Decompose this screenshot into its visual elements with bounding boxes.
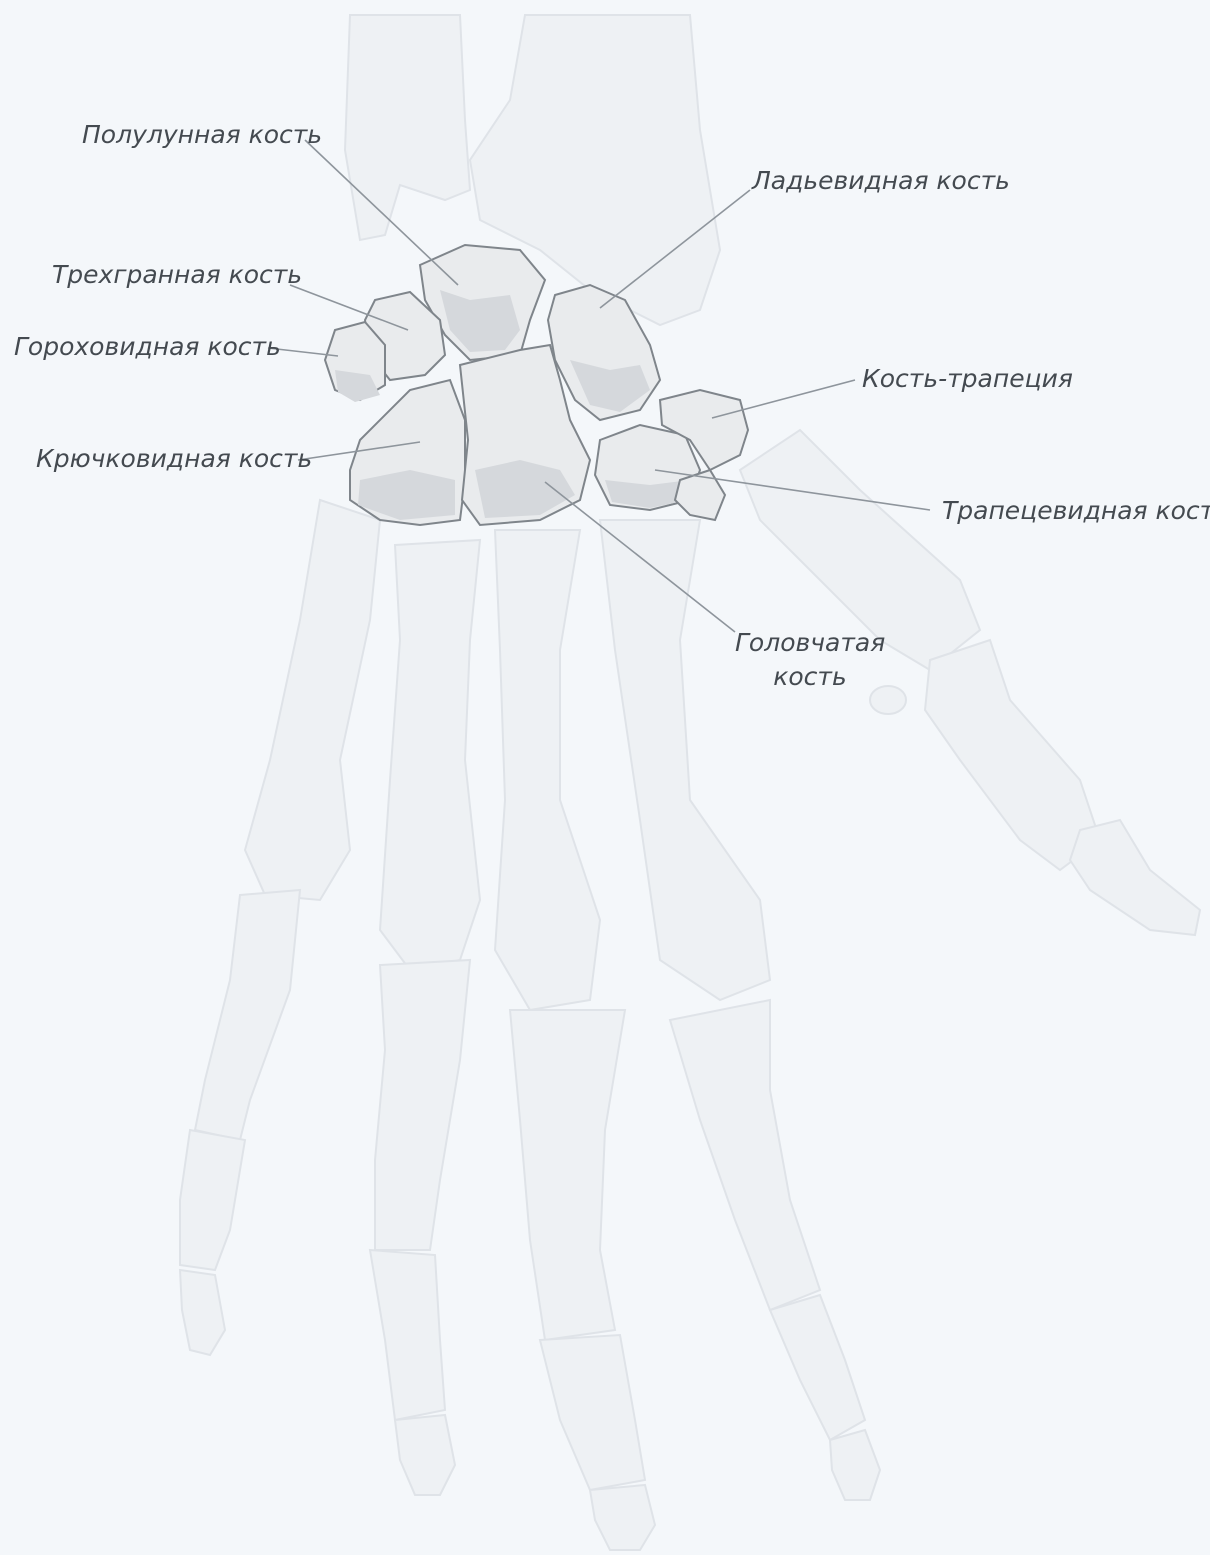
metacarpal-5: [245, 500, 380, 900]
label-scaphoid: Ладьевидная кость: [752, 164, 1010, 198]
metacarpal-3: [495, 530, 600, 1010]
middle-finger-proximal: [510, 1010, 625, 1340]
label-pisiform: Гороховидная кость: [14, 330, 281, 364]
label-lunate: Полулунная кость: [82, 118, 322, 152]
metacarpal-4: [380, 540, 480, 970]
index-finger-distal: [830, 1430, 880, 1500]
label-capitate-line2: кость: [735, 660, 885, 694]
middle-finger-distal: [590, 1485, 655, 1550]
little-finger-distal: [180, 1270, 225, 1355]
label-trapezoid: Трапецевидная кость: [942, 494, 1210, 528]
label-triquetrum: Трехгранная кость: [52, 258, 302, 292]
ring-finger-distal: [395, 1415, 455, 1495]
label-capitate-line1: Головчатая: [735, 626, 885, 660]
ring-finger-middle: [370, 1250, 445, 1420]
label-trapezium: Кость-трапеция: [862, 362, 1073, 396]
index-finger-proximal: [670, 1000, 820, 1310]
metacarpals: [245, 430, 980, 1010]
index-finger-middle: [770, 1295, 865, 1440]
ulna: [345, 15, 470, 240]
middle-finger-middle: [540, 1335, 645, 1490]
thumb-proximal-phalanx: [925, 640, 1100, 870]
ring-finger-proximal: [375, 960, 470, 1250]
little-finger-middle: [180, 1130, 245, 1270]
label-capitate: Головчатая кость: [735, 626, 885, 694]
thumb-phalanges: [870, 640, 1200, 935]
thumb-distal-phalanx: [1070, 820, 1200, 935]
label-hamate: Крючковидная кость: [36, 442, 312, 476]
little-finger-proximal: [195, 890, 300, 1140]
